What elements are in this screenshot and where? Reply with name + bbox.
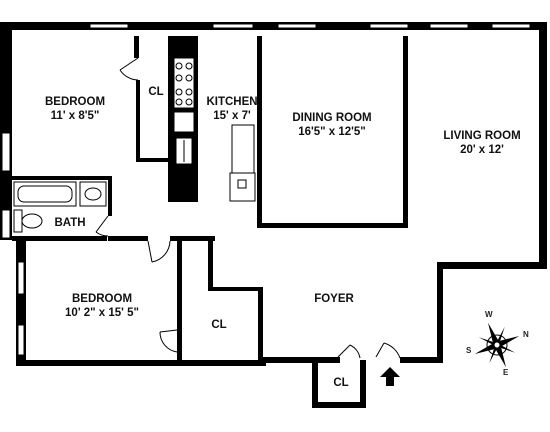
sink	[173, 111, 195, 165]
closet3-label: CL	[328, 376, 354, 390]
kitchen-label: KITCHEN 15' x 7'	[200, 95, 264, 123]
living-dims: 20' x 12'	[460, 144, 504, 156]
closet2-label: CL	[206, 318, 232, 332]
toilet	[13, 209, 43, 233]
closet2-name: CL	[211, 319, 227, 331]
dining-name: DINING ROOM	[292, 112, 372, 124]
doors	[95, 57, 401, 359]
compass-w: W	[485, 310, 493, 319]
foyer-name: FOYER	[314, 293, 354, 305]
closet3-name: CL	[333, 377, 349, 389]
kitchen-dims: 15' x 7'	[213, 110, 251, 122]
compass-e: E	[503, 368, 509, 377]
windows	[1, 23, 531, 356]
stove	[173, 57, 195, 109]
compass-s: S	[466, 346, 472, 355]
bedroom1-dims: 11' x 8'5"	[50, 110, 100, 122]
bathtub	[13, 181, 77, 207]
outer-walls	[0, 22, 547, 408]
closet1-label: CL	[144, 85, 168, 99]
bedroom1-name: BEDROOM	[44, 96, 106, 108]
living-label: LIVING ROOM 20' x 12'	[430, 129, 534, 157]
refrigerator	[229, 124, 256, 202]
foyer-label: FOYER	[304, 292, 364, 306]
bedroom2-name: BEDROOM	[71, 293, 133, 305]
bath-sink	[79, 181, 107, 207]
kitchen-name: KITCHEN	[206, 96, 258, 108]
bedroom2-dims: 10' 2" x 15' 5"	[65, 307, 139, 319]
dining-dims: 16'5" x 12'5"	[298, 126, 366, 138]
dining-label: DINING ROOM 16'5" x 12'5"	[282, 111, 382, 139]
bedroom2-label: BEDROOM 10' 2" x 15' 5"	[46, 292, 158, 320]
bedroom1-label: BEDROOM 11' x 8'5"	[30, 95, 120, 123]
compass-rose-icon	[474, 322, 520, 368]
living-name: LIVING ROOM	[443, 130, 521, 142]
bath-name: BATH	[54, 217, 86, 229]
compass-n: N	[523, 330, 529, 339]
bath-label: BATH	[50, 216, 90, 230]
entry-arrow-icon	[380, 367, 400, 386]
closet1-name: CL	[148, 86, 164, 98]
